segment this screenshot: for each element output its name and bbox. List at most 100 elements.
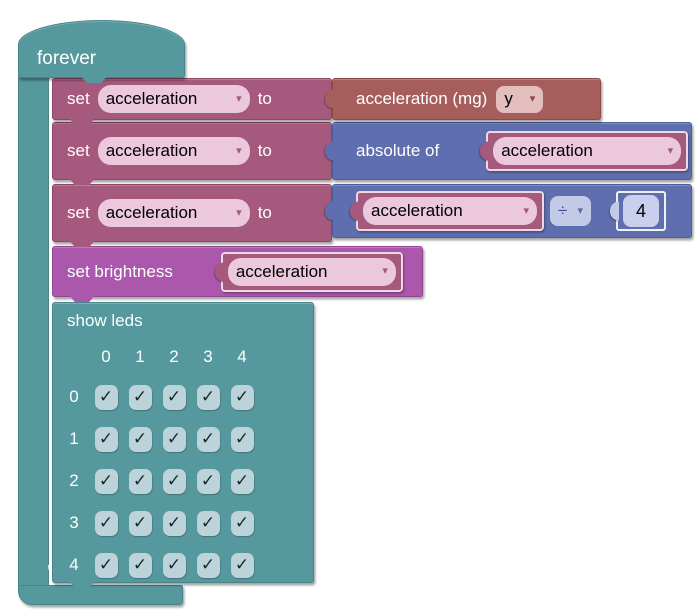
operator-dropdown[interactable]: ÷ ▾ xyxy=(550,196,591,226)
acceleration-sensor-label: acceleration (mg) xyxy=(356,89,488,108)
check-icon: ✓ xyxy=(166,470,182,490)
dropdown-arrow-icon: ▾ xyxy=(236,92,242,105)
check-icon: ✓ xyxy=(200,554,216,574)
led-checkbox[interactable]: ✓ xyxy=(94,384,118,410)
set-label: set xyxy=(67,89,90,108)
show-leds-label: show leds xyxy=(67,311,143,330)
check-icon: ✓ xyxy=(234,428,250,448)
led-checkbox[interactable]: ✓ xyxy=(162,552,186,578)
led-checkbox[interactable]: ✓ xyxy=(230,468,254,494)
led-checkbox[interactable]: ✓ xyxy=(162,510,186,536)
led-checkbox[interactable]: ✓ xyxy=(94,468,118,494)
dropdown-arrow-icon: ▾ xyxy=(667,144,674,157)
led-checkbox[interactable]: ✓ xyxy=(94,426,118,452)
led-row-header: 2 xyxy=(69,471,79,490)
led-checkbox[interactable]: ✓ xyxy=(128,426,152,452)
variable-dropdown[interactable]: acceleration ▾ xyxy=(227,257,396,286)
led-col-header: 4 xyxy=(237,347,247,366)
axis-dropdown[interactable]: y ▾ xyxy=(496,85,544,113)
set-variable-block-1[interactable]: set acceleration ▾ to xyxy=(52,78,332,120)
absolute-of-label: absolute of xyxy=(356,141,440,160)
check-icon: ✓ xyxy=(234,386,250,406)
forever-block[interactable]: forever xyxy=(18,20,185,78)
led-checkbox[interactable]: ✓ xyxy=(162,468,186,494)
check-icon: ✓ xyxy=(234,554,250,574)
variable-dropdown[interactable]: acceleration ▾ xyxy=(363,197,537,225)
dropdown-arrow-icon: ▾ xyxy=(523,204,529,217)
check-icon: ✓ xyxy=(200,470,216,490)
led-checkbox[interactable]: ✓ xyxy=(196,426,220,452)
variable-dropdown[interactable]: acceleration ▾ xyxy=(97,137,250,165)
led-col-header: 1 xyxy=(135,347,145,366)
led-checkbox[interactable]: ✓ xyxy=(128,384,152,410)
check-icon: ✓ xyxy=(166,512,182,532)
led-checkbox[interactable]: ✓ xyxy=(128,552,152,578)
variable-dropdown-value: acceleration xyxy=(105,203,198,222)
led-checkbox[interactable]: ✓ xyxy=(94,552,118,578)
dropdown-arrow-icon: ▾ xyxy=(236,144,242,157)
set-brightness-block[interactable]: set brightness acceleration ▾ xyxy=(52,246,423,297)
led-checkbox[interactable]: ✓ xyxy=(230,384,254,410)
variable-value-block[interactable]: acceleration ▾ xyxy=(220,251,403,292)
check-icon: ✓ xyxy=(132,428,148,448)
absolute-of-block[interactable]: absolute of acceleration ▾ xyxy=(332,122,692,180)
variable-dropdown-value: acceleration xyxy=(371,201,463,220)
led-checkbox[interactable]: ✓ xyxy=(230,510,254,536)
led-checkbox[interactable]: ✓ xyxy=(94,510,118,536)
led-row-header: 0 xyxy=(69,387,79,406)
forever-block-bottom[interactable] xyxy=(18,585,183,605)
check-icon: ✓ xyxy=(132,554,148,574)
variable-dropdown[interactable]: acceleration ▾ xyxy=(97,85,250,113)
check-icon: ✓ xyxy=(98,512,114,532)
to-label: to xyxy=(257,203,272,222)
forever-block-left-edge[interactable] xyxy=(18,76,49,587)
dropdown-arrow-icon: ▾ xyxy=(577,204,583,217)
check-icon: ✓ xyxy=(98,428,114,448)
set-variable-block-3[interactable]: set acceleration ▾ to xyxy=(52,184,332,242)
variable-dropdown-value: acceleration xyxy=(105,141,198,160)
number-input[interactable]: 4 xyxy=(623,195,659,227)
check-icon: ✓ xyxy=(234,470,250,490)
variable-value-block[interactable]: acceleration ▾ xyxy=(356,191,544,231)
to-label: to xyxy=(257,89,272,108)
forever-label: forever xyxy=(37,48,97,69)
check-icon: ✓ xyxy=(166,386,182,406)
led-col-header: 2 xyxy=(169,347,179,366)
led-checkbox[interactable]: ✓ xyxy=(196,384,220,410)
variable-value-block[interactable]: acceleration ▾ xyxy=(486,131,689,171)
acceleration-sensor-block[interactable]: acceleration (mg) y ▾ xyxy=(332,78,601,120)
operator-dropdown-value: ÷ xyxy=(558,201,568,220)
led-checkbox[interactable]: ✓ xyxy=(196,468,220,494)
led-row-header: 3 xyxy=(69,513,79,532)
led-checkbox[interactable]: ✓ xyxy=(230,426,254,452)
variable-dropdown-value: acceleration xyxy=(105,89,198,108)
dropdown-arrow-icon: ▾ xyxy=(382,265,388,277)
led-checkbox[interactable]: ✓ xyxy=(196,552,220,578)
math-division-block[interactable]: acceleration ▾ ÷ ▾ 4 xyxy=(332,184,692,238)
axis-dropdown-value: y xyxy=(504,89,513,108)
check-icon: ✓ xyxy=(98,386,114,406)
check-icon: ✓ xyxy=(166,554,182,574)
check-icon: ✓ xyxy=(234,512,250,532)
led-checkbox[interactable]: ✓ xyxy=(162,384,186,410)
check-icon: ✓ xyxy=(132,470,148,490)
led-checkbox[interactable]: ✓ xyxy=(196,510,220,536)
check-icon: ✓ xyxy=(200,428,216,448)
check-icon: ✓ xyxy=(166,428,182,448)
led-checkbox[interactable]: ✓ xyxy=(162,426,186,452)
variable-dropdown-value: acceleration xyxy=(235,261,328,281)
number-shadow-block[interactable]: 4 xyxy=(616,191,666,231)
variable-dropdown[interactable]: acceleration ▾ xyxy=(493,137,682,165)
variable-dropdown[interactable]: acceleration ▾ xyxy=(97,199,250,227)
led-checkbox[interactable]: ✓ xyxy=(230,552,254,578)
check-icon: ✓ xyxy=(98,470,114,490)
check-icon: ✓ xyxy=(132,512,148,532)
led-checkbox[interactable]: ✓ xyxy=(128,510,152,536)
set-brightness-label: set brightness xyxy=(67,261,173,281)
led-row-header: 1 xyxy=(69,429,79,448)
led-checkbox[interactable]: ✓ xyxy=(128,468,152,494)
set-variable-block-2[interactable]: set acceleration ▾ to xyxy=(52,122,332,180)
dropdown-arrow-icon: ▾ xyxy=(236,206,242,219)
